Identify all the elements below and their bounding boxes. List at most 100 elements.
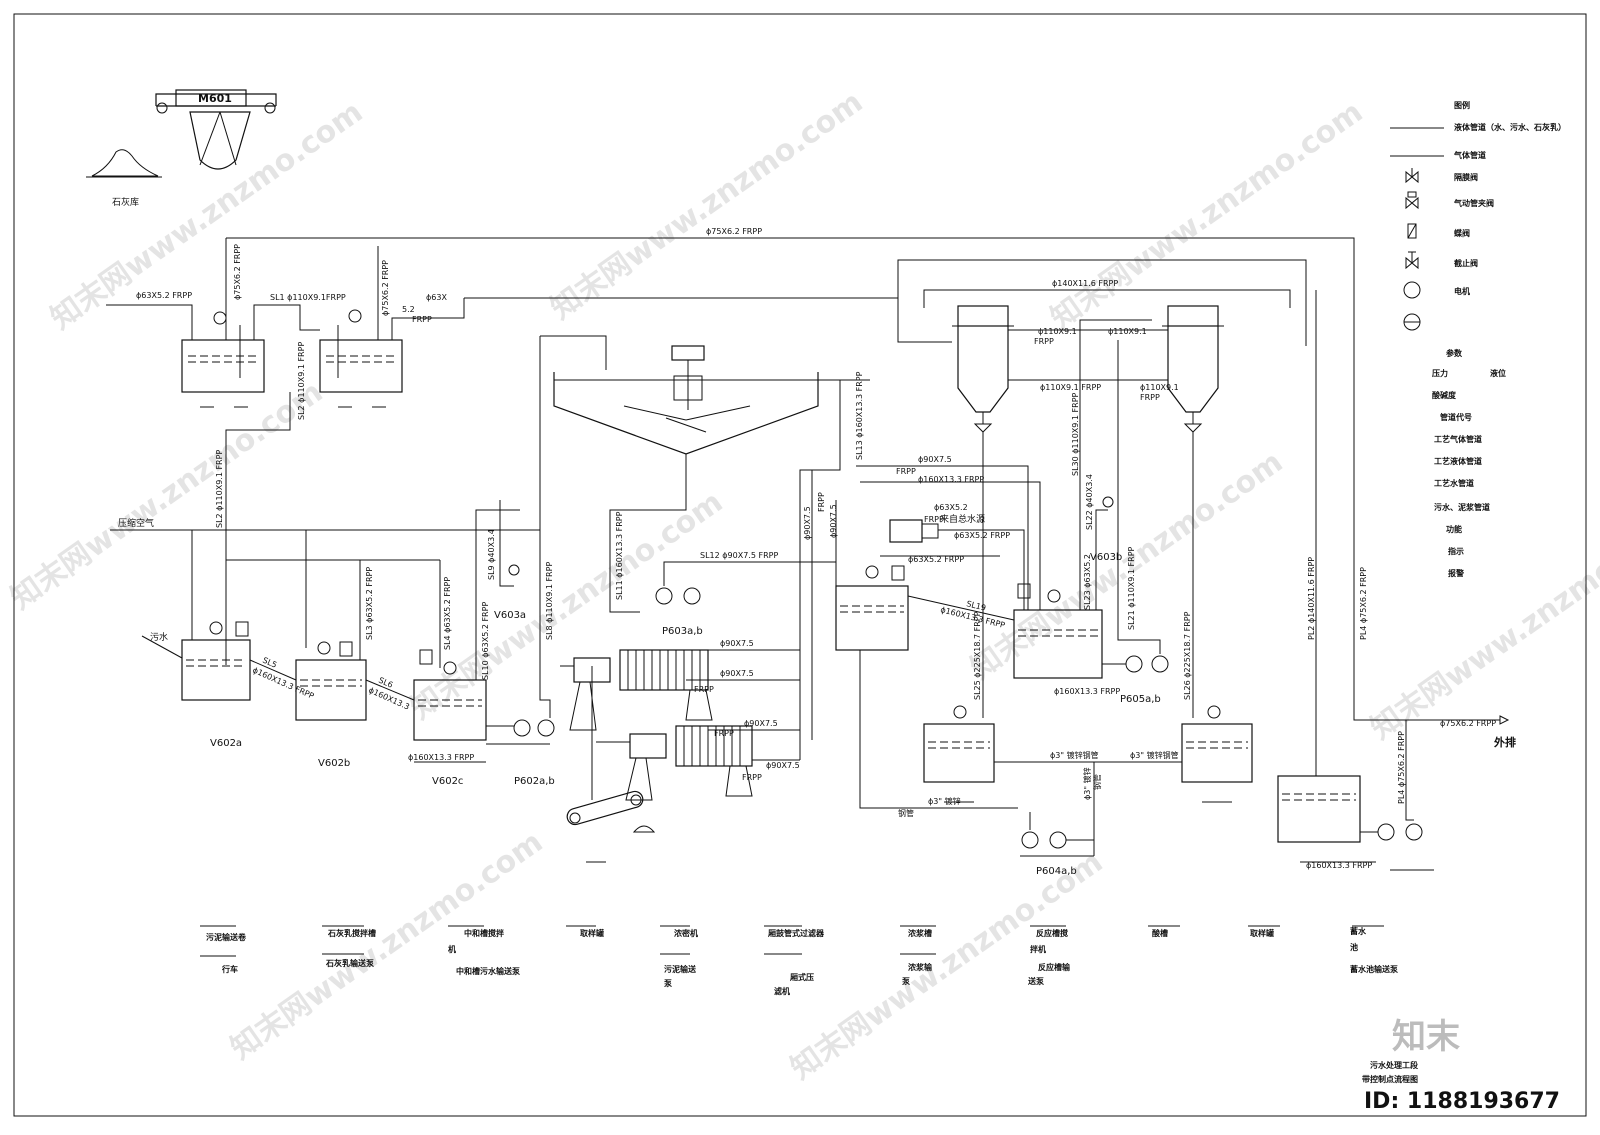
pipe-sl8-label: SL8 ϕ110X9.1 FRPP bbox=[545, 562, 554, 640]
pump-pool bbox=[1360, 823, 1423, 841]
pipe-pl2-label: PL2 ϕ140X11.6 FRPP bbox=[1307, 557, 1316, 640]
pipe-sl30 bbox=[1079, 319, 1152, 610]
pipe-sl22-label: SL22 ϕ40X3.4 bbox=[1085, 474, 1094, 530]
name-13a: 浓浆输 bbox=[908, 962, 933, 972]
pipe-header-drop bbox=[897, 298, 952, 343]
v602a-label: V602a bbox=[210, 738, 242, 749]
pipe-63-52a-label: ϕ63X5.2 bbox=[934, 503, 968, 512]
ph-instrument-b bbox=[1102, 496, 1114, 508]
frpp-label-2: FRPP bbox=[694, 685, 714, 694]
pipe-water-in bbox=[106, 304, 193, 340]
sample-tank-1 bbox=[923, 705, 995, 803]
pipe-sl8-top bbox=[540, 335, 607, 370]
pipe-sl5-label: SL5 bbox=[261, 656, 278, 670]
name-6: 中和槽污水输送泵 bbox=[456, 966, 520, 976]
legend: 图例 液体管道（水、污水、石灰乳） 气体管道 隔膜阀 气动管夹阀 蝶阀 截止阀 … bbox=[1390, 100, 1566, 578]
legend-liquid: 液体管道（水、污水、石灰乳） bbox=[1454, 122, 1566, 132]
m601-label: M601 bbox=[198, 92, 232, 105]
legend-gas: 气体管道 bbox=[1453, 150, 1486, 160]
name-8: 浓密机 bbox=[674, 928, 698, 938]
pipe-sl1-label: SL1 ϕ110X9.1FRPP bbox=[270, 293, 346, 302]
pipe-90-5 bbox=[856, 465, 1029, 610]
legend-indicate: 指示 bbox=[1448, 546, 1464, 556]
sample-tank-2 bbox=[1181, 705, 1253, 803]
legend-pinch: 气动管夹阀 bbox=[1453, 198, 1494, 208]
butterfly-valve-icon bbox=[1407, 223, 1417, 239]
pipe-sl25-label: SL25 ϕ225X18.7 FRPP bbox=[973, 611, 982, 700]
reaction-tank bbox=[1013, 583, 1103, 679]
name-9b: 泵 bbox=[664, 979, 672, 988]
pipe-sl9-label: SL9 ϕ40X3.4 bbox=[487, 529, 496, 580]
v602c-label: V602c bbox=[432, 776, 463, 787]
name-3: 石灰乳搅拌槽 bbox=[327, 928, 376, 938]
pipe-v75b-label: ϕ75X6.2 FRPP bbox=[381, 260, 390, 316]
pipe-sl10-label: SL10 ϕ63X5.2 FRPP bbox=[481, 602, 490, 680]
watermark-text: 知末网www.znzmo.com bbox=[225, 825, 550, 1067]
frpp-label-3: FRPP bbox=[714, 729, 734, 738]
legend-params: 参数 bbox=[1445, 348, 1463, 358]
pipe-110d-label: ϕ110X9.1 bbox=[1140, 383, 1179, 392]
pipe-sl5 bbox=[249, 659, 297, 681]
pipe-sl1 bbox=[253, 304, 320, 340]
title-block: 污水处理工段 带控制点流程图 ID: 1188193677 bbox=[1362, 1060, 1560, 1114]
pipe-110b-label: ϕ110X9.1 bbox=[1108, 327, 1147, 336]
name-12: 浓浆槽 bbox=[908, 928, 932, 938]
name-4: 石灰乳输送泵 bbox=[325, 958, 374, 968]
frpp-label-6: FRPP bbox=[924, 515, 944, 524]
pipe-sewage-in bbox=[141, 635, 183, 659]
pipe-160-605-label: ϕ160X13.3 FRPP bbox=[1054, 687, 1120, 696]
p602-label: P602a,b bbox=[514, 776, 555, 787]
pipe-90-2-label: ϕ90X7.5 bbox=[720, 669, 754, 678]
pipe-sl22 bbox=[1095, 509, 1108, 610]
pipe-zn2-label: ϕ3" 镀锌钢管 bbox=[1050, 750, 1099, 760]
pipe-zn3-label: ϕ3" 镀锌钢管 bbox=[1130, 750, 1179, 760]
pump-p603: P603a,b bbox=[655, 561, 837, 637]
watermark-text: 知末网www.znzmo.com bbox=[1045, 95, 1370, 337]
name-13b: 泵 bbox=[902, 977, 910, 986]
lime-milk-tank-1 bbox=[181, 311, 265, 408]
pipe-52-label: 5.2 bbox=[402, 305, 415, 314]
tank-v602b: V602b bbox=[295, 641, 367, 769]
pipe-discharge bbox=[1353, 640, 1500, 721]
ph-instrument bbox=[508, 564, 520, 576]
pipe-sl19 bbox=[907, 595, 1015, 621]
pipe-90-5-label: ϕ90X7.5 bbox=[918, 455, 952, 464]
tap-water-pump: 来自总水源 bbox=[889, 513, 985, 543]
brand-watermark: 知末 bbox=[1392, 1017, 1460, 1057]
sludge-conveyor bbox=[566, 790, 656, 863]
acid-tank-1 bbox=[952, 305, 1014, 433]
v603b-label: V603b bbox=[1090, 552, 1122, 563]
legend-process-liquid: 工艺液体管道 bbox=[1434, 456, 1482, 466]
title-line-2: 带控制点流程图 bbox=[1362, 1074, 1418, 1084]
motor-icon bbox=[1403, 281, 1421, 299]
pipe-sl2a-label: SL2 ϕ110X9.1 FRPP bbox=[297, 342, 306, 420]
name-11b: 滤机 bbox=[774, 986, 790, 996]
tank-v602c: V602c bbox=[413, 649, 487, 787]
pipe-pl4b bbox=[1405, 720, 1414, 821]
lime-store-pile: 石灰库 bbox=[86, 149, 162, 208]
pipe-160-5-label: ϕ160X13.3 FRPP bbox=[918, 475, 984, 484]
name-14b: 拌机 bbox=[1030, 944, 1046, 954]
lime-milk-tank-2 bbox=[319, 309, 403, 408]
pipe-sl4-label: SL4 ϕ63X5.2 FRPP bbox=[443, 577, 452, 650]
name-16: 酸槽 bbox=[1152, 928, 1168, 938]
pipe-63x-label: ϕ63X bbox=[426, 293, 447, 302]
legend-pipe-code: 管道代号 bbox=[1440, 412, 1472, 422]
pipe-top-main bbox=[226, 237, 1355, 640]
name-5b: 机 bbox=[448, 944, 456, 954]
pipe-140 bbox=[923, 289, 1291, 308]
thickener bbox=[553, 345, 870, 455]
pipe-63-52c-label: ϕ63X5.2 FRPP bbox=[908, 555, 964, 564]
pipe-water-in-label: ϕ63X5.2 FRPP bbox=[136, 291, 192, 300]
instrument-icon bbox=[1403, 313, 1421, 331]
pipe-sl10 bbox=[475, 509, 520, 680]
pipe-90-3-label: ϕ90X7.5 bbox=[744, 719, 778, 728]
pipe-sl21-label: SL21 ϕ110X9.1 FRPP bbox=[1127, 546, 1136, 630]
pump-p602: P602a,b bbox=[486, 336, 555, 787]
name-10: 厢鼓管式过滤器 bbox=[768, 928, 825, 938]
pipe-sl3-label: SL3 ϕ63X5.2 FRPP bbox=[365, 567, 374, 640]
pipe-160-c-label: ϕ160X13.3 FRPP bbox=[408, 753, 474, 762]
pipe-top-main-label: ϕ75X6.2 FRPP bbox=[706, 227, 762, 236]
